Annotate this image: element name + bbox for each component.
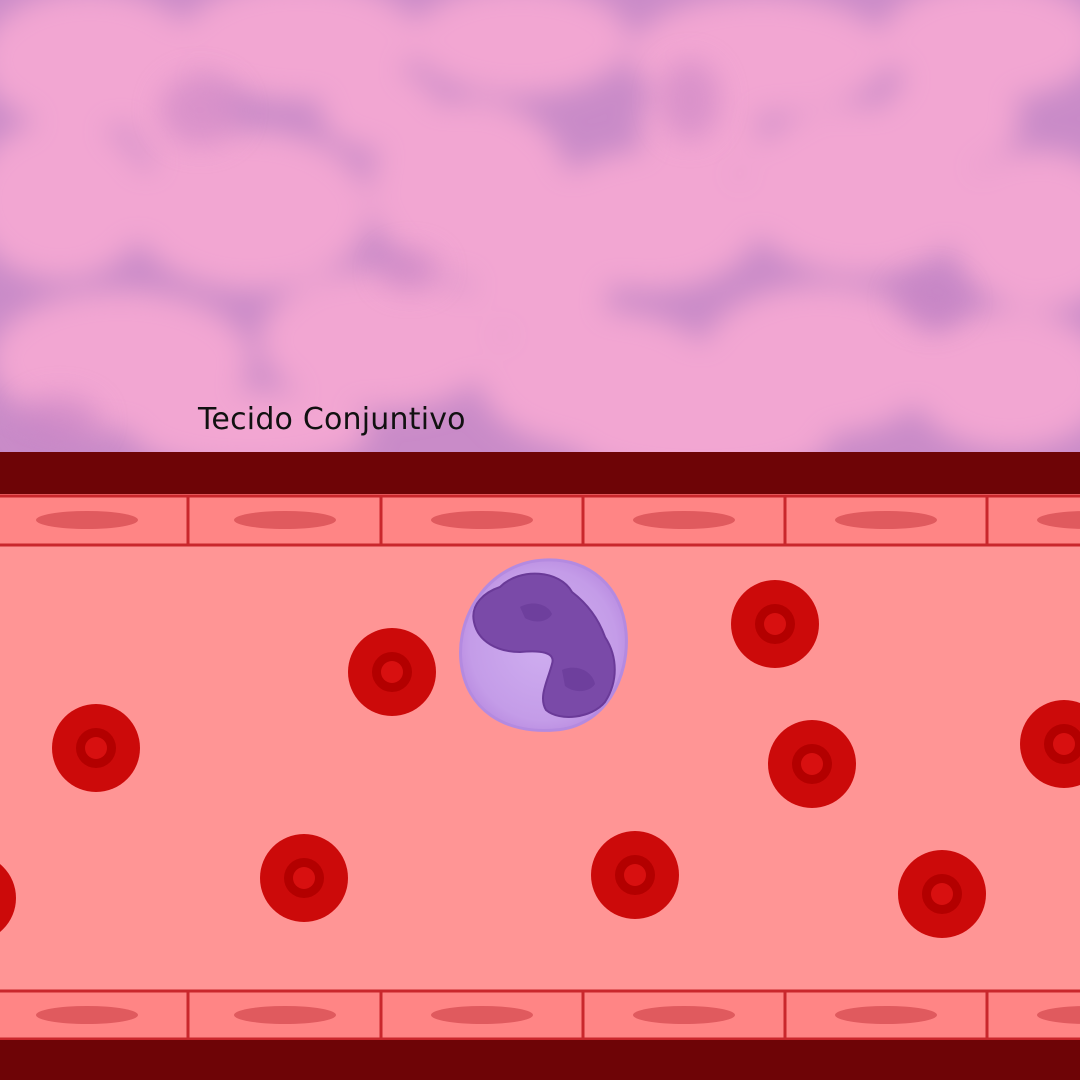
connective-tissue-texture xyxy=(0,0,1080,452)
blood-vessel xyxy=(0,452,1080,1080)
erythrocyte xyxy=(731,580,819,668)
endothelial-nucleus xyxy=(234,511,336,529)
vessel-wall-bottom xyxy=(0,1040,1080,1080)
endothelial-nucleus xyxy=(431,511,533,529)
connective-tissue: Tecido Conjuntivo xyxy=(0,0,1080,452)
erythrocyte xyxy=(768,720,856,808)
endothelial-nucleus xyxy=(36,1006,138,1024)
vessel-drawing xyxy=(0,452,1080,1080)
endothelial-nucleus xyxy=(36,511,138,529)
endothelial-nucleus xyxy=(1037,1006,1080,1024)
endothelial-nucleus xyxy=(431,1006,533,1024)
leukocyte xyxy=(459,558,628,732)
erythrocyte xyxy=(1020,700,1080,788)
erythrocyte xyxy=(898,850,986,938)
erythrocyte xyxy=(0,864,16,932)
endothelial-nucleus xyxy=(234,1006,336,1024)
vessel-wall-top xyxy=(0,452,1080,494)
endothelial-nucleus xyxy=(633,1006,735,1024)
erythrocyte xyxy=(260,834,348,922)
erythrocyte xyxy=(348,628,436,716)
connective-tissue-label: Tecido Conjuntivo xyxy=(198,402,466,437)
endothelial-nucleus xyxy=(835,1006,937,1024)
erythrocyte xyxy=(591,831,679,919)
endothelial-nucleus xyxy=(1037,511,1080,529)
endothelial-nucleus xyxy=(835,511,937,529)
erythrocyte xyxy=(52,704,140,792)
endothelial-nucleus xyxy=(633,511,735,529)
